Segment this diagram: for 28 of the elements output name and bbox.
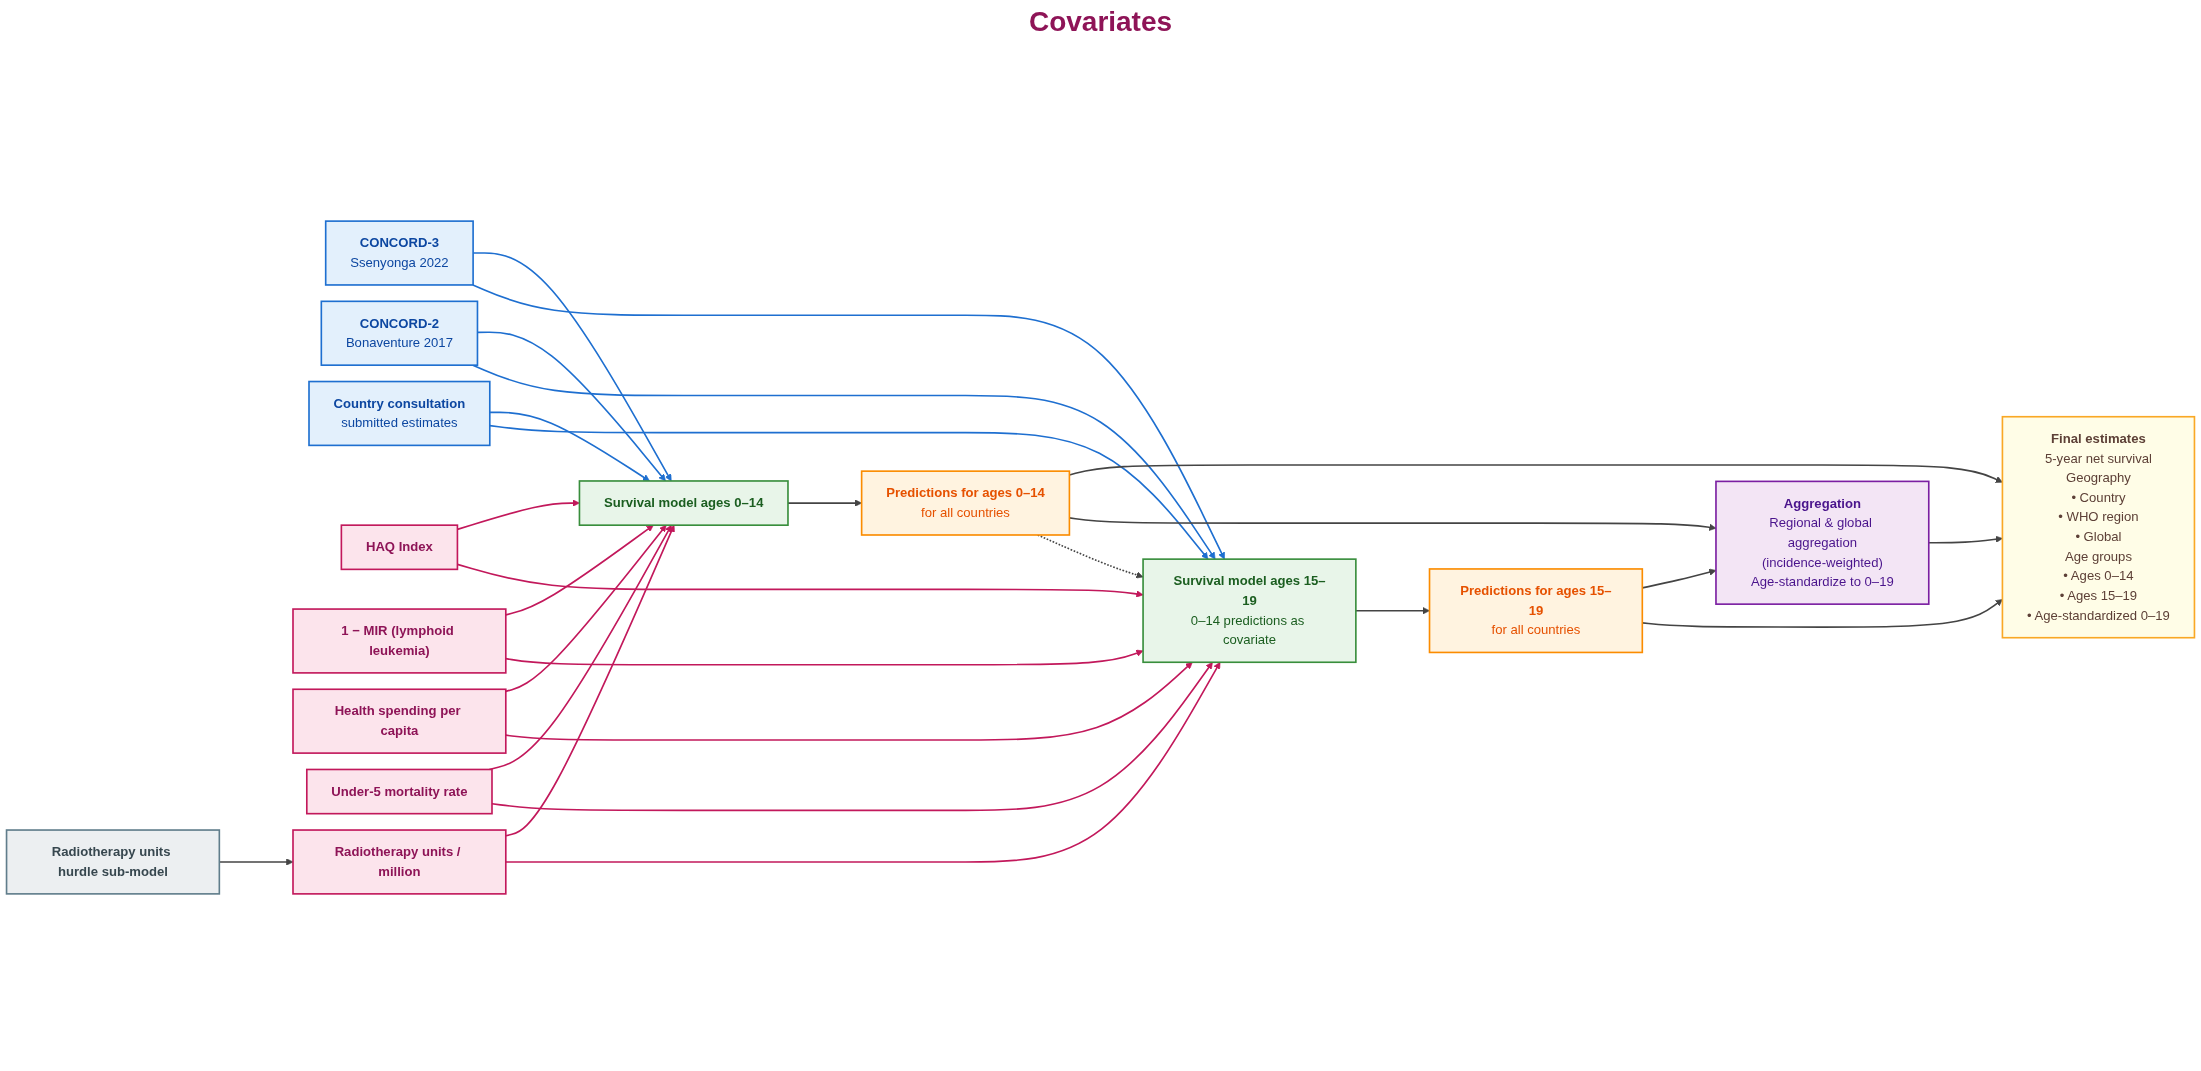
arrow	[472, 364, 1216, 560]
node-box: Survival model ages 15–19 0–14 predictions as covariate	[1142, 558, 1357, 664]
node-box: Predictions for ages 15–19 for all countries	[1428, 568, 1644, 654]
arrow	[505, 524, 654, 616]
node-box: CONCORD-3 Ssenyonga 2022	[324, 220, 474, 286]
node-box: Predictions for ages 0–14 for all countries	[860, 470, 1071, 536]
arrow	[505, 649, 1144, 666]
arrow	[505, 661, 1193, 741]
node-box: Final estimates 5-year net survival Geography • Country • WHO region • Global Age groups • Ages 0–14 • Ages 15–19 • Age-standardized 0–19	[2001, 415, 2196, 639]
node-box: Country consultation submitted estimates	[308, 380, 491, 447]
node-box: HAQ Index	[340, 524, 459, 571]
arrow	[472, 284, 1225, 560]
arrow	[488, 524, 672, 771]
node-box: Survival model ages 0–14	[578, 480, 789, 526]
node-box: Radiotherapy units / million	[292, 829, 507, 895]
node-box: Health spending per capita	[292, 688, 507, 754]
node-box: CONCORD-2 Bonaventure 2017	[320, 300, 479, 366]
arrow	[491, 661, 1213, 812]
node-box: Aggregation Regional & global aggregation (incidence-weighted) Age-standardize to 0–19	[1715, 480, 1930, 605]
arrow	[505, 524, 675, 837]
arrow	[505, 661, 1221, 863]
node-box: 1 − MIR (lymphoid leukemia)	[292, 608, 507, 674]
node-box: Radiotherapy units hurdle sub-model	[5, 829, 221, 895]
node-box: Under-5 mortality rate	[306, 768, 493, 815]
covariates-heading: Covariates	[1028, 6, 1173, 37]
arrow	[787, 499, 862, 507]
arrow	[1355, 607, 1430, 615]
arrow	[505, 524, 667, 693]
